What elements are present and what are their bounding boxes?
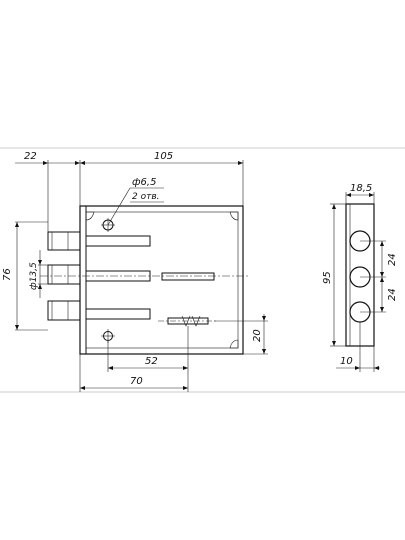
dim-bottom-offset: 20: [252, 329, 263, 342]
dim-side-width: 18,5: [350, 183, 372, 194]
corner-tab-top-right: [229, 211, 239, 221]
dim-total-width: 105: [154, 151, 173, 162]
dim-hole-diameter: ф6,5: [132, 177, 156, 188]
dim-spacing-bottom: 24: [387, 288, 398, 301]
bolt-middle: [47, 264, 81, 285]
dim-bolt-diameter: ф13,5: [29, 262, 39, 290]
dim-hole-count: 2 отв.: [132, 192, 160, 202]
corner-tab-bottom-right: [229, 339, 239, 349]
bar-bottom: [85, 308, 151, 320]
bar-middle-right: [161, 272, 215, 281]
dim-side-offset: 10: [340, 356, 353, 367]
key-slot: [158, 315, 218, 327]
dim-bottom-width-52: 52: [145, 356, 158, 367]
dim-bottom-width-70: 70: [130, 376, 143, 387]
dim-side-height: 95: [322, 271, 333, 284]
dim-height-left: 76: [2, 268, 13, 281]
faceplate: [79, 205, 87, 355]
side-dimensions: 18,5 95 24 24 10: [322, 183, 398, 372]
bolt-top: [47, 231, 81, 251]
bolt-bottom: [47, 300, 81, 321]
front-view: [40, 205, 248, 355]
dim-left-offset: 22: [24, 151, 37, 162]
corner-tab-top-left: [85, 211, 95, 221]
front-dimensions: 22 105 ф6,5 2 отв. 76 ф13,5 20: [2, 151, 268, 392]
dim-spacing-top: 24: [387, 253, 398, 266]
bar-top: [85, 235, 151, 247]
